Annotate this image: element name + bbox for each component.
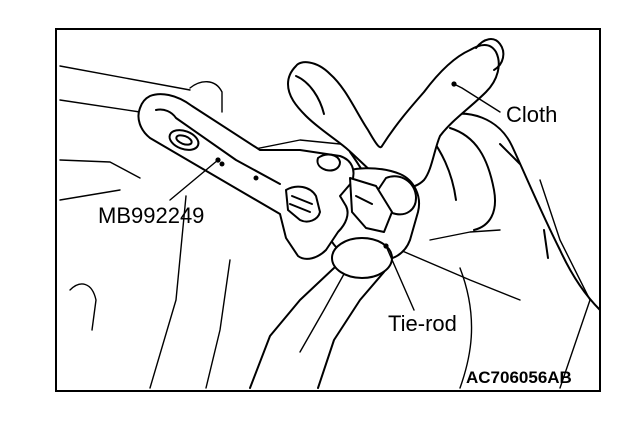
tool-label: MB992249 <box>98 203 204 228</box>
cloth-drape <box>429 112 601 311</box>
cloth-label: Cloth <box>506 102 557 127</box>
tie-rod-leader <box>385 245 415 311</box>
tie-rod-label: Tie-rod <box>388 311 457 336</box>
figure-code: AC706056AB <box>466 368 572 387</box>
tool-leader-dot <box>215 157 221 163</box>
figure-frame <box>55 28 601 392</box>
tie-rod-leader-dot <box>383 243 389 249</box>
leader-lines <box>169 81 501 311</box>
cloth-leader-dot <box>451 81 457 87</box>
wrench-MB992249 <box>137 93 393 260</box>
cloth-leader <box>453 83 501 113</box>
tool-leader <box>169 159 219 201</box>
